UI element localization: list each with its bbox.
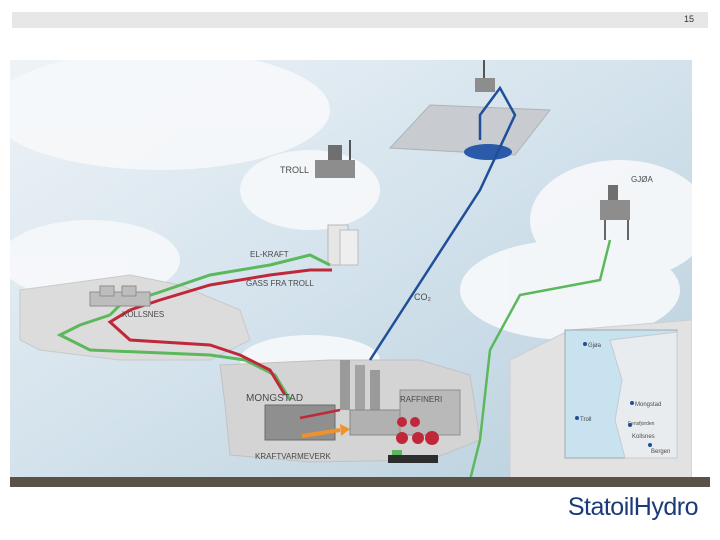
gas-pipeline [129,268,332,312]
mongstad-label: MONGSTAD [246,393,303,404]
gass-fra-troll-label: GASS FRA TROLL [246,279,314,288]
co2-label: CO₂ [414,292,432,302]
map-place-mongstad: Mongstad [635,402,661,408]
gjoa-label: GJØA [631,175,653,184]
co2-pipeline [368,85,517,361]
map-place-gjoa: Gjøa [588,343,602,349]
storage-formation [464,144,512,160]
map-extra-label: Fensfjorden [628,421,655,427]
gjoa-green-line [468,239,612,480]
mongstad-red-line [107,308,287,396]
power-arrow [299,408,341,420]
statoilhydro-logo: StatoilHydro [567,493,699,521]
tanker-ship [388,450,438,463]
energy-infrastructure-diagram: TROLL GJØA EL-KRAFT GASS FRA TROLL KOLLS… [10,60,692,480]
kollsnes-land [19,274,251,361]
inset-map: Gjøa Troll Mongstad Kollsnes Bergen Fens… [564,329,678,459]
bottom-bar [10,477,710,487]
kraftvarmeverk-label: KRAFTVARMEVERK [255,452,332,461]
heat-arrow [301,428,341,438]
top-bar: 15 [12,12,708,28]
map-place-kollsnes: Kollsnes [632,434,655,440]
raffineri-label: RAFFINERI [400,395,442,404]
kollsnes-label: KOLLSNES [122,310,164,319]
heat-arrow-head [340,424,350,436]
troll-label: TROLL [280,165,309,175]
troll-platform [315,140,359,266]
map-place-bergen: Bergen [651,449,670,455]
kollsnes-plant [89,285,151,307]
map-place-troll: Troll [580,417,591,423]
gjoa-platform [600,185,630,240]
page-number: 15 [683,14,694,24]
top-rig [475,60,495,92]
el-kraft-label: EL-KRAFT [250,250,289,259]
